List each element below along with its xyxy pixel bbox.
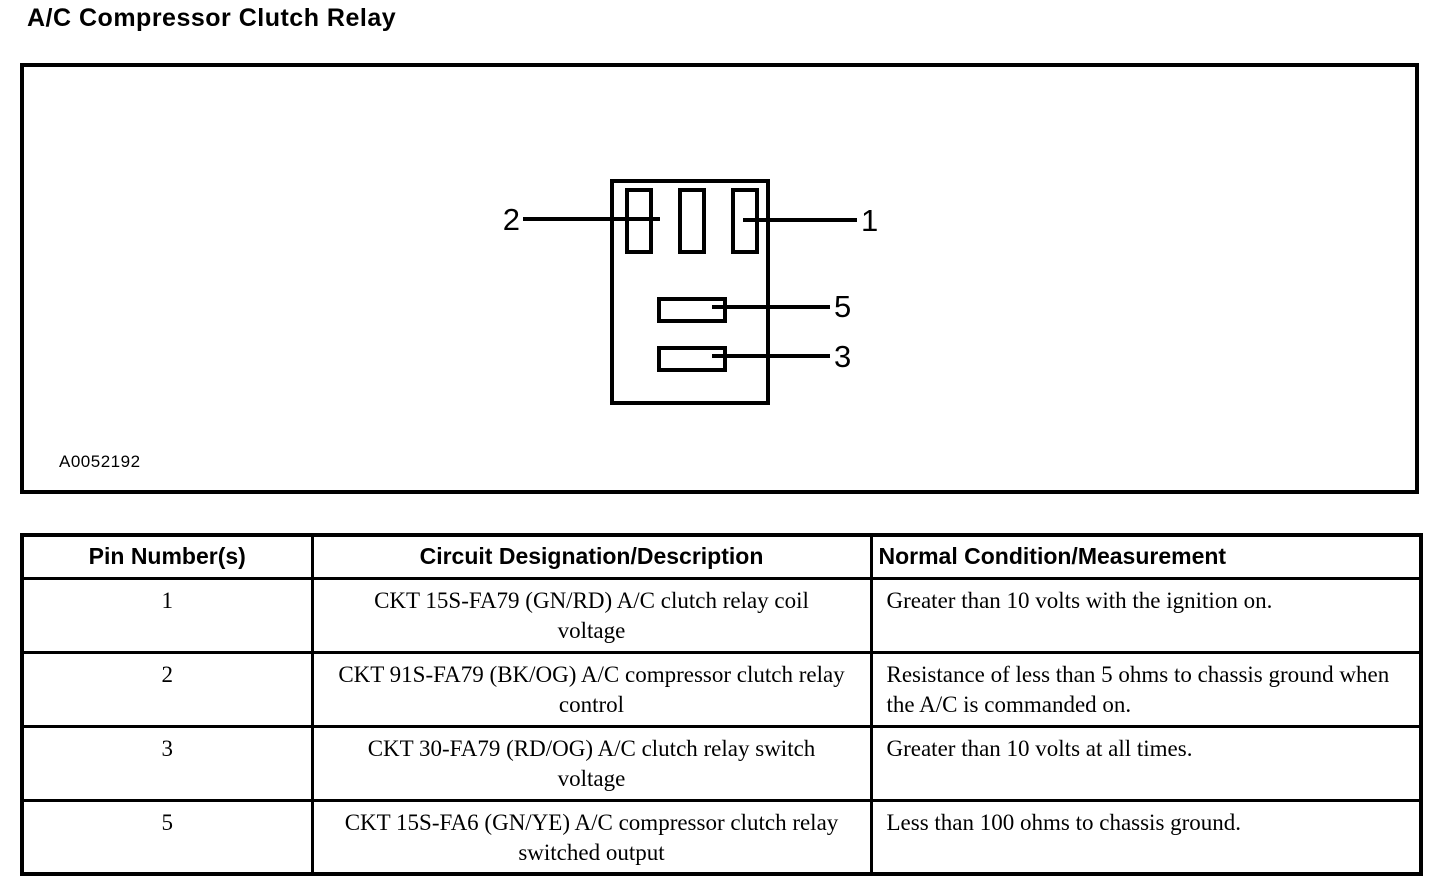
cell-normal-condition: Greater than 10 volts with the ignition … xyxy=(869,576,1423,654)
cell-pin-number: 1 xyxy=(20,576,314,654)
terminal-pin-center xyxy=(678,188,706,254)
cell-circuit-description: CKT 15S-FA79 (GN/RD) A/C clutch relay co… xyxy=(310,576,873,654)
cell-circuit-description: CKT 91S-FA79 (BK/OG) A/C compressor clut… xyxy=(310,650,873,728)
terminal-pin-2 xyxy=(625,188,653,254)
header-normal-condition: Normal Condition/Measurement xyxy=(869,533,1423,580)
leader-line-pin-3 xyxy=(712,354,830,358)
relay-pinout-figure: 2 1 5 3 A0052192 xyxy=(20,63,1419,494)
leader-line-pin-2 xyxy=(523,217,660,221)
cell-circuit-description: CKT 15S-FA6 (GN/YE) A/C compressor clutc… xyxy=(310,798,873,876)
cell-pin-number: 2 xyxy=(20,650,314,728)
leader-line-pin-1 xyxy=(743,218,857,222)
cell-pin-number: 3 xyxy=(20,724,314,802)
pin-label-1: 1 xyxy=(861,203,879,238)
table-row: 1 CKT 15S-FA79 (GN/RD) A/C clutch relay … xyxy=(20,576,1423,654)
pin-table: Pin Number(s) Circuit Designation/Descri… xyxy=(20,533,1423,876)
cell-normal-condition: Greater than 10 volts at all times. xyxy=(869,724,1423,802)
terminal-pin-5 xyxy=(657,297,727,323)
cell-circuit-description: CKT 30-FA79 (RD/OG) A/C clutch relay swi… xyxy=(310,724,873,802)
pin-table-container: Pin Number(s) Circuit Designation/Descri… xyxy=(20,533,1423,876)
table-row: 5 CKT 15S-FA6 (GN/YE) A/C compressor clu… xyxy=(20,798,1423,876)
cell-normal-condition: Less than 100 ohms to chassis ground. xyxy=(869,798,1423,876)
terminal-pin-3 xyxy=(657,346,727,372)
pin-label-3: 3 xyxy=(834,339,852,374)
pin-label-5: 5 xyxy=(834,289,852,324)
cell-pin-number: 5 xyxy=(20,798,314,876)
table-header-row: Pin Number(s) Circuit Designation/Descri… xyxy=(20,533,1423,580)
table-row: 2 CKT 91S-FA79 (BK/OG) A/C compressor cl… xyxy=(20,650,1423,728)
cell-normal-condition: Resistance of less than 5 ohms to chassi… xyxy=(869,650,1423,728)
table-row: 3 CKT 30-FA79 (RD/OG) A/C clutch relay s… xyxy=(20,724,1423,802)
relay-connector-outline xyxy=(610,179,770,405)
leader-line-pin-5 xyxy=(712,305,830,309)
pin-label-2: 2 xyxy=(502,202,520,237)
header-pin-number: Pin Number(s) xyxy=(20,533,314,580)
header-circuit-designation: Circuit Designation/Description xyxy=(310,533,873,580)
page-title: A/C Compressor Clutch Relay xyxy=(27,4,397,32)
figure-id: A0052192 xyxy=(59,452,141,471)
